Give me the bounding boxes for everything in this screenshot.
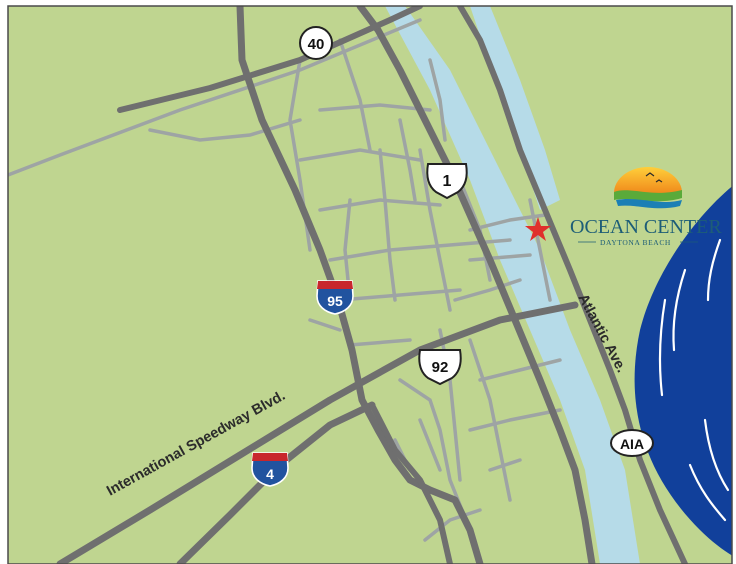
logo-title: OCEAN CENTER — [570, 216, 722, 238]
logo-subtitle: DAYTONA BEACH — [600, 238, 671, 247]
i95-shield: 95 — [316, 280, 354, 315]
svg-text:95: 95 — [327, 293, 343, 309]
speedway-road — [56, 301, 579, 564]
svg-text:92: 92 — [432, 359, 449, 376]
a1a-shield: AIA — [610, 429, 654, 457]
southbound-road — [369, 402, 453, 564]
i95-road — [236, 6, 484, 564]
sun-over-waves-icon — [614, 167, 682, 209]
us1-shield: 1 — [426, 163, 468, 200]
svg-text:4: 4 — [266, 466, 274, 482]
svg-text:1: 1 — [443, 173, 452, 190]
us40-road — [117, 6, 423, 113]
ocean-center-logo[interactable]: OCEAN CENTER DAYTONA BEACH — [570, 167, 722, 247]
map-frame — [7, 5, 733, 564]
us1-road — [356, 6, 596, 564]
svg-text:40: 40 — [308, 36, 325, 53]
i4-shield: 4 — [251, 452, 289, 487]
ocean — [634, 186, 732, 556]
us92-shield: 92 — [418, 349, 462, 386]
halifax-river — [385, 6, 640, 564]
atlantic-ave-road — [457, 6, 688, 564]
svg-text:AIA: AIA — [620, 436, 644, 452]
ocean-wave-lines — [658, 238, 730, 522]
us40-shield: 40 — [299, 26, 333, 60]
star-icon[interactable] — [525, 217, 551, 241]
river-north-channel — [470, 6, 560, 210]
